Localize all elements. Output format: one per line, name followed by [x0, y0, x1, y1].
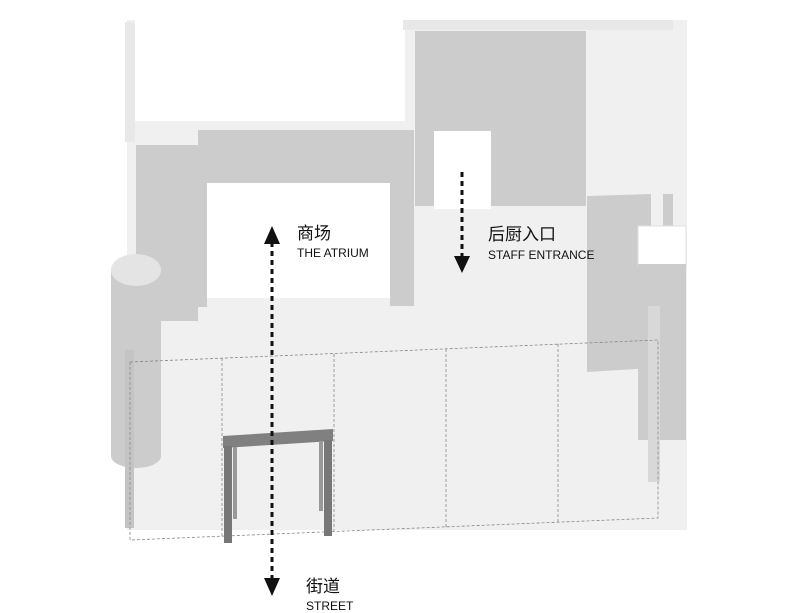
facade-outline: [129, 339, 659, 541]
atrium-label-en: THE ATRIUM: [297, 246, 369, 260]
bench: [223, 429, 333, 543]
far-right-strip: [663, 194, 673, 226]
right-column-white: [637, 225, 687, 267]
staff-arrow-head: [454, 256, 470, 273]
arrow-head-up: [264, 226, 280, 244]
right-column: [638, 264, 686, 440]
cylinder-bottom: [111, 444, 161, 468]
atrium-frame-right: [390, 130, 414, 306]
bench-leg-right: [324, 440, 332, 536]
street-label-zh: 街道: [306, 577, 340, 597]
upper-left-void: [135, 20, 405, 121]
left-edge-column: [125, 22, 135, 142]
street-label-en: STREET: [306, 599, 354, 613]
staff-entrance-label-en: STAFF ENTRANCE: [488, 248, 595, 262]
bench-leg-right-back: [319, 441, 323, 511]
bench-leg-left-front: [224, 446, 232, 543]
bench-leg-left-back: [233, 447, 237, 519]
staff-entrance-arrow: [454, 172, 470, 273]
street-facade-outline: [129, 339, 659, 541]
right-wall-block: [587, 194, 651, 372]
arrow-head-down: [264, 578, 280, 596]
cylinder-post: [125, 350, 134, 528]
bench-top: [223, 429, 333, 448]
atrium-opening: [207, 183, 390, 298]
cylinder-top: [111, 254, 161, 286]
staff-entrance-opening: [434, 131, 491, 209]
atrium-label-zh: 商场: [297, 224, 331, 244]
right-column-post: [648, 306, 660, 482]
staff-entrance-label-zh: 后厨入口: [488, 225, 556, 245]
cylinder-body: [111, 270, 161, 456]
cylinder-column: [111, 254, 161, 528]
atrium-street-arrow: [264, 226, 280, 596]
atrium-frame-top: [198, 130, 414, 183]
upper-right-block: [403, 20, 673, 30]
atrium-frame: [198, 130, 414, 307]
atrium-frame-left: [198, 130, 207, 307]
